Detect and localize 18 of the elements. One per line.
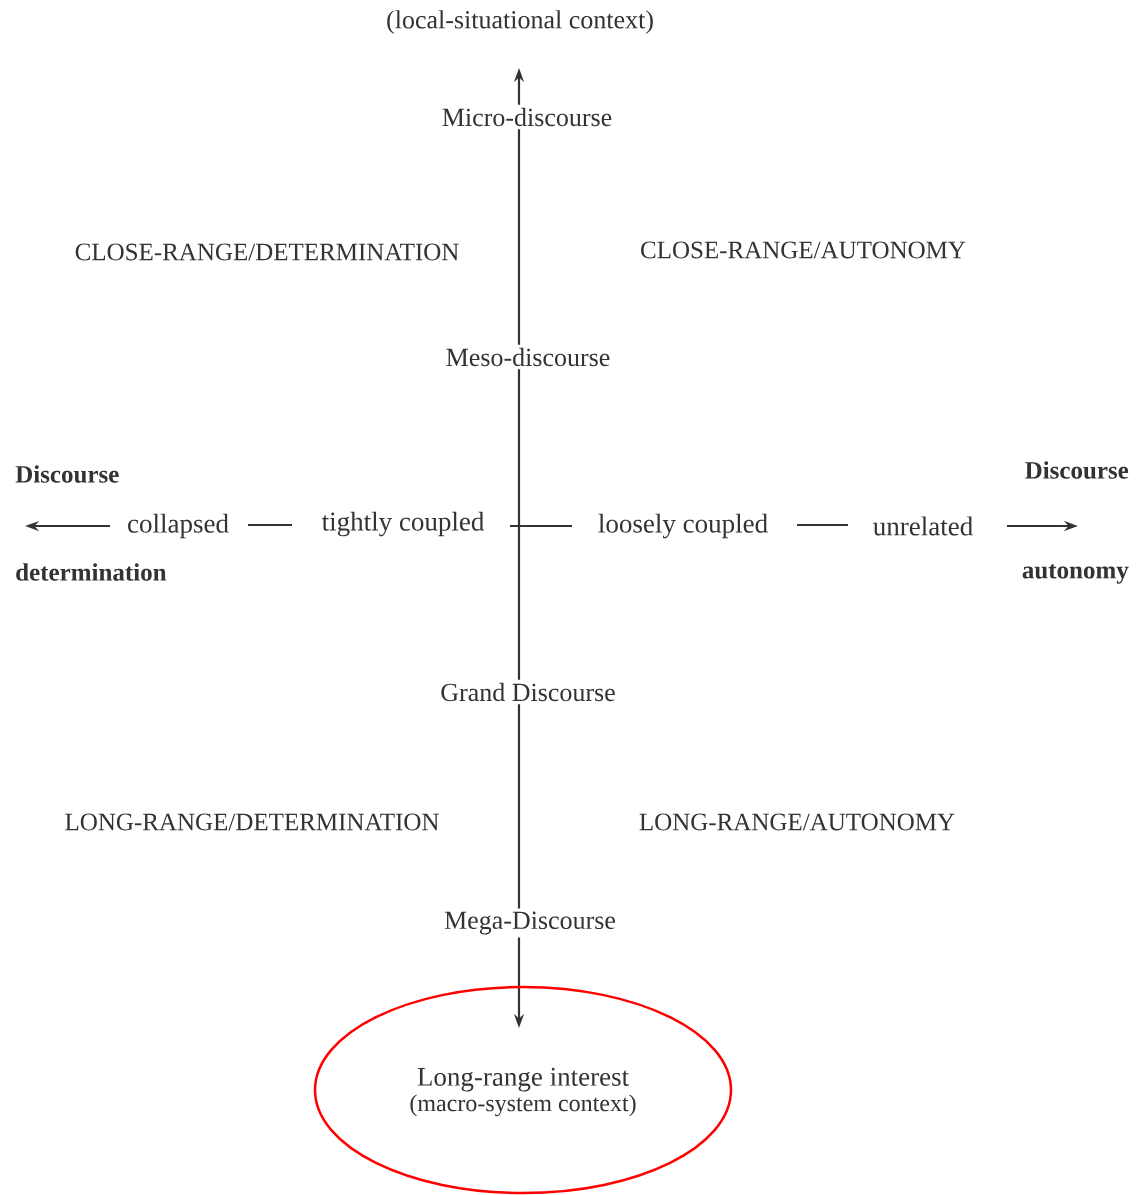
label: tightly coupled bbox=[318, 508, 488, 540]
label: CLOSE-RANGE/AUTONOMY bbox=[637, 238, 969, 262]
label: loosely coupled bbox=[594, 510, 772, 542]
axis-label: autonomy bbox=[1018, 561, 1132, 587]
label: unrelated bbox=[869, 513, 977, 539]
label: Meso-discourse bbox=[442, 344, 614, 370]
label: (local-situational context) bbox=[383, 7, 657, 37]
label: collapsed bbox=[124, 510, 232, 542]
label: Grand Discourse bbox=[437, 679, 619, 705]
label: CLOSE-RANGE/DETERMINATION bbox=[71, 240, 463, 264]
label: Micro-discourse bbox=[438, 104, 616, 130]
axis-label: determination bbox=[12, 560, 170, 584]
label: Mega-Discourse bbox=[441, 908, 619, 938]
label: LONG-RANGE/DETERMINATION bbox=[61, 810, 443, 834]
ellipse-node: Long-range interest (macro-system context) bbox=[313, 985, 733, 1195]
axis-label: Discourse bbox=[1021, 458, 1132, 482]
label: LONG-RANGE/AUTONOMY bbox=[635, 810, 959, 834]
axis-label: Discourse bbox=[12, 462, 123, 486]
